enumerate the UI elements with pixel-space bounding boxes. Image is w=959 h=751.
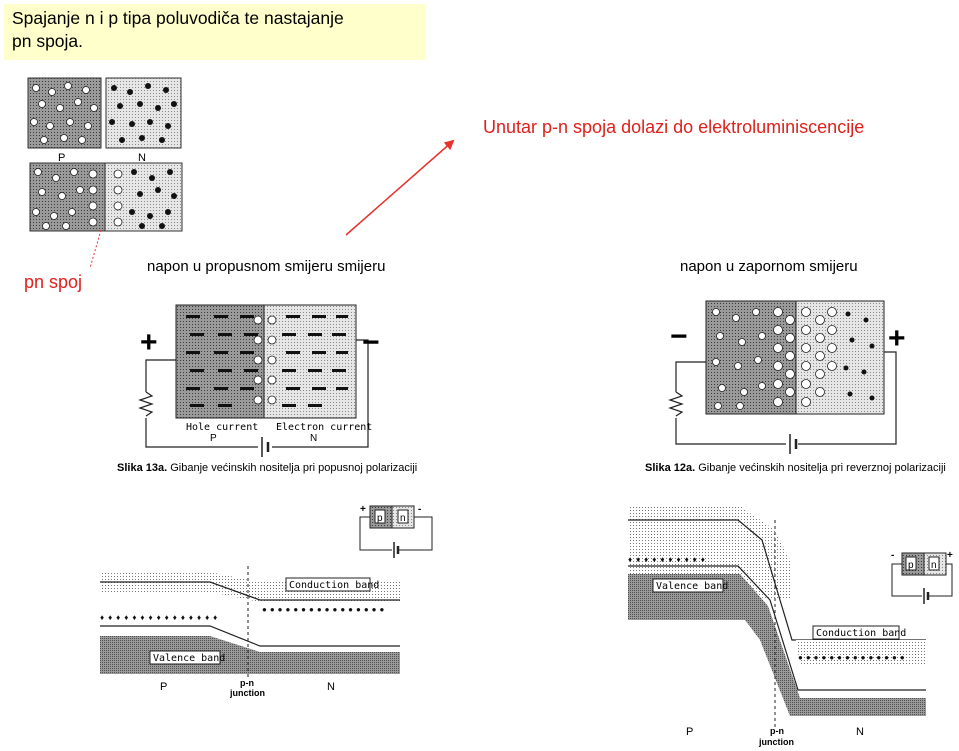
reverse-caption-text: Gibanje većinskih nositelja pri reverzno… <box>698 462 946 474</box>
reverse-bias-label: napon u zapornom smijeru <box>680 258 858 275</box>
title-box: Spajanje n i p tipa poluvodiča te nastaj… <box>4 4 426 60</box>
reverse-minus: − <box>670 320 688 353</box>
forward-bias-label: napon u propusnom smijeru smijeru <box>147 258 386 275</box>
pn-junction-pointer <box>89 229 102 269</box>
reverse-valence-band-label: Valence band <box>656 581 728 592</box>
reverse-conduction-band-label: Conduction band <box>816 628 906 639</box>
svg-text:●●●●●●●●●●●●●●●●: ●●●●●●●●●●●●●●●● <box>262 605 387 614</box>
forward-electrons-row: ●●●●●●●●●●●●●●●● <box>262 605 387 614</box>
reverse-band-n-label: N <box>856 726 864 738</box>
reverse-caption: Slika 12a. Gibanje većinskih nositelja p… <box>645 462 946 474</box>
forward-band-n-label: N <box>327 681 335 693</box>
electroluminescence-arrow <box>345 139 455 236</box>
reverse-band-p-label: P <box>686 726 693 738</box>
forward-holes-row: ♦♦♦♦♦♦♦♦♦♦♦♦♦♦♦ <box>100 613 221 622</box>
forward-diode-p: p <box>377 513 383 524</box>
forward-valence-band-label: Valence band <box>153 653 225 664</box>
forward-minus: − <box>362 326 380 359</box>
pn-junction-label: pn spoj <box>24 272 83 292</box>
forward-bias-figure: + − Hole current Electron current P N <box>138 304 380 457</box>
forward-electron-arrows <box>282 315 348 407</box>
forward-diode-icon: p n + - <box>359 504 433 558</box>
electroluminescence-label: Unutar p-n spoja dolazi do elektrolumini… <box>483 117 865 137</box>
n-electrons-top <box>109 83 177 143</box>
forward-junction-label-1: p-n <box>240 678 254 688</box>
reverse-diode-n: n <box>931 560 937 571</box>
p-holes-top <box>30 82 98 144</box>
forward-junction-label-2: junction <box>229 688 265 698</box>
crystal-joined <box>29 162 183 232</box>
reverse-junction-label-1: p-n <box>770 726 784 736</box>
forward-caption-number: Slika 13a. <box>117 462 168 474</box>
crystal-p-label: P <box>58 152 65 164</box>
forward-caption: Slika 13a. Gibanje većinskih nositelja p… <box>117 462 417 474</box>
forward-p-label: P <box>210 433 217 444</box>
forward-diode-plus: + <box>360 504 366 515</box>
forward-resistor-icon <box>138 391 154 417</box>
svg-text:♦♦♦♦♦♦♦♦♦♦♦♦♦♦♦: ♦♦♦♦♦♦♦♦♦♦♦♦♦♦♦ <box>100 613 221 622</box>
electron-current-label: Electron current <box>276 422 372 433</box>
crystal-separated <box>27 77 182 149</box>
forward-diode-n: n <box>400 513 406 524</box>
reverse-bias-figure: − + <box>668 300 906 454</box>
hole-current-label: Hole current <box>186 422 258 433</box>
reverse-resistor-icon <box>668 391 684 417</box>
reverse-caption-number: Slika 12a. <box>645 462 696 474</box>
title-line-1: Spajanje n i p tipa poluvodiča te nastaj… <box>12 8 344 28</box>
forward-band-diagram: ♦♦♦♦♦♦♦♦♦♦♦♦♦♦♦ ●●●●●●●●●●●●●●●● Conduct… <box>100 504 433 698</box>
reverse-diode-plus: + <box>947 550 953 561</box>
title-line-2: pn spoja. <box>12 31 84 51</box>
reverse-plus: + <box>888 322 906 355</box>
reverse-depletion-ions <box>773 307 837 407</box>
forward-plus: + <box>140 326 158 359</box>
reverse-holes-row: ♦♦♦♦♦♦♦♦♦♦ <box>628 555 709 564</box>
crystal-n-label: N <box>138 152 146 164</box>
forward-hole-arrows <box>186 315 258 407</box>
reverse-diode-p: p <box>908 560 914 571</box>
depletion-ions <box>88 169 123 227</box>
forward-conduction-band-label: Conduction band <box>289 580 379 591</box>
reverse-electrons-row: ●●●●●●●●●●●●●● <box>798 653 908 662</box>
reverse-diode-icon: p n - + <box>891 550 953 604</box>
reverse-band-diagram: ♦♦♦♦♦♦♦♦♦♦ ●●●●●●●●●●●●●● Valence band C… <box>628 506 953 747</box>
reverse-junction-label-2: junction <box>758 737 794 747</box>
forward-band-p-label: P <box>160 681 167 693</box>
forward-caption-text: Gibanje većinskih nositelja pri popusnoj… <box>170 462 418 474</box>
forward-n-label: N <box>310 433 317 444</box>
reverse-diode-minus: - <box>891 550 894 561</box>
forward-diode-minus: - <box>418 504 421 515</box>
